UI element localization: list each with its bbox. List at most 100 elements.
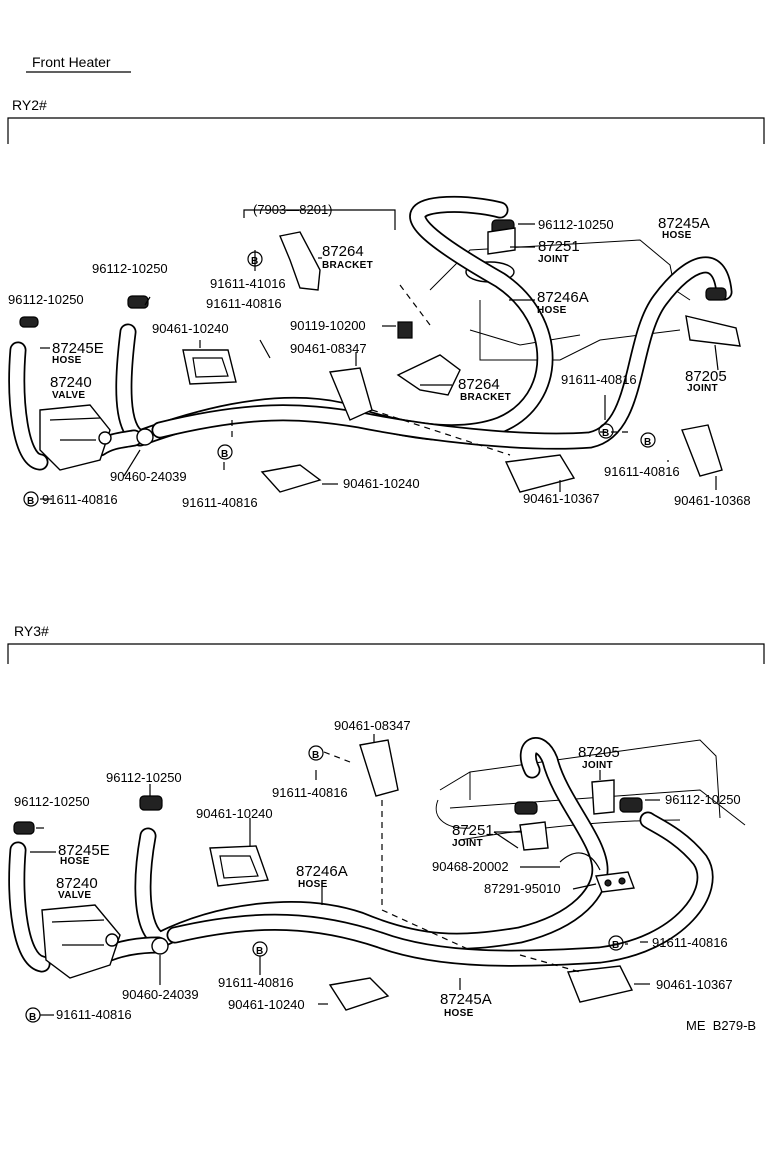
svg-text:B: B bbox=[221, 449, 229, 460]
ry2-labels: (7903—8201) 96112-10250 87251 JOINT 8724… bbox=[8, 202, 751, 510]
hose-clip-icon bbox=[504, 454, 576, 493]
part-label: 91611-40816 bbox=[182, 495, 258, 510]
part-label: 87291-95010 bbox=[484, 881, 561, 896]
ry3-bolt-markers: B B B B bbox=[25, 745, 624, 1023]
grommet-icon bbox=[151, 937, 169, 955]
part-label: 96112-10250 bbox=[92, 261, 168, 276]
heater-valve-icon bbox=[41, 904, 121, 979]
part-label: 91611-40816 bbox=[56, 1007, 132, 1022]
part-label: 90461-10367 bbox=[523, 491, 600, 506]
clamp-icon bbox=[127, 295, 149, 309]
svg-text:B: B bbox=[251, 256, 259, 267]
hose-clip-icon bbox=[328, 977, 390, 1011]
joint-icon bbox=[519, 821, 549, 851]
hose-clip-icon bbox=[182, 349, 237, 385]
ry3-parts bbox=[13, 739, 643, 1011]
part-desc: BRACKET bbox=[460, 392, 511, 403]
part-desc: BRACKET bbox=[322, 260, 373, 271]
part-label: 90119-10200 bbox=[290, 318, 366, 333]
part-label: 87264 bbox=[322, 243, 364, 260]
date-range-label: (7903—8201) bbox=[253, 202, 333, 217]
part-label: 90461-08347 bbox=[290, 341, 367, 356]
part-label: 87205 bbox=[578, 744, 620, 761]
hose-clip-icon bbox=[209, 845, 269, 887]
part-label: 87245A bbox=[658, 215, 710, 232]
part-label: 90461-10368 bbox=[674, 493, 751, 508]
part-label: 87251 bbox=[538, 238, 580, 255]
part-label: 96112-10250 bbox=[8, 292, 84, 307]
joint-icon bbox=[487, 227, 516, 255]
clamp-icon bbox=[514, 801, 538, 815]
svg-text:B: B bbox=[256, 946, 264, 957]
part-desc: HOSE bbox=[60, 856, 90, 867]
ry2-hoses bbox=[8, 195, 733, 471]
part-label: 87251 bbox=[452, 822, 494, 839]
ry3-drawing: B B B B 90461-08347 87205 JOINT 96112-10… bbox=[8, 718, 746, 1023]
clamp-icon bbox=[13, 821, 35, 835]
part-desc: HOSE bbox=[298, 879, 328, 890]
section-bracket-ry3 bbox=[7, 643, 765, 664]
page-title: Front Heater bbox=[32, 54, 111, 70]
clamp-icon bbox=[705, 287, 727, 301]
part-label: 90461-10240 bbox=[196, 806, 273, 821]
heater-valve-icon bbox=[39, 404, 111, 471]
joint-icon bbox=[591, 779, 615, 815]
figure-code: ME B279-B bbox=[686, 1018, 756, 1033]
part-label: 87205 bbox=[685, 368, 727, 385]
ry2-bolt-markers: B B B B B bbox=[23, 251, 656, 507]
clamp-icon bbox=[619, 797, 643, 813]
part-label: 87246A bbox=[296, 863, 348, 880]
part-label: 91611-40816 bbox=[42, 492, 118, 507]
part-desc: VALVE bbox=[52, 390, 85, 401]
part-label: 87264 bbox=[458, 376, 500, 393]
part-label: 96112-10250 bbox=[538, 217, 614, 232]
part-label: 87245A bbox=[440, 991, 492, 1008]
part-label: 91611-40816 bbox=[604, 464, 680, 479]
bolt-icon bbox=[397, 321, 413, 339]
part-label: 87245E bbox=[58, 842, 110, 859]
part-label: 87240 bbox=[50, 374, 92, 391]
joint-icon bbox=[685, 315, 741, 347]
part-label: 90460-24039 bbox=[122, 987, 199, 1002]
bracket-icon bbox=[396, 354, 461, 396]
grommet-icon bbox=[595, 871, 635, 893]
part-label: 91611-40816 bbox=[272, 785, 348, 800]
section-bracket-ry2 bbox=[7, 117, 765, 144]
svg-text:B: B bbox=[612, 940, 620, 951]
hose-clip-icon bbox=[567, 965, 634, 1003]
part-label: 91611-40816 bbox=[561, 372, 637, 387]
part-desc: HOSE bbox=[444, 1008, 474, 1019]
part-label: 96112-10250 bbox=[665, 792, 741, 807]
svg-text:B: B bbox=[27, 496, 35, 507]
part-desc: HOSE bbox=[662, 230, 692, 241]
part-label: 96112-10250 bbox=[106, 770, 182, 785]
ry2-drawing: B B B B B (7903—8201) 96112-10250 87251 … bbox=[8, 195, 751, 510]
part-label: 87240 bbox=[56, 875, 98, 892]
ry3-labels: 90461-08347 87205 JOINT 96112-10250 9161… bbox=[14, 718, 741, 1022]
part-desc: JOINT bbox=[538, 254, 569, 265]
part-desc: HOSE bbox=[537, 305, 567, 316]
part-desc: HOSE bbox=[52, 355, 82, 366]
part-label: 87245E bbox=[52, 340, 104, 357]
clamp-icon bbox=[139, 795, 163, 811]
part-label: 90461-10240 bbox=[152, 321, 229, 336]
section-label-ry3: RY3# bbox=[14, 623, 49, 639]
part-label: 91611-41016 bbox=[210, 276, 286, 291]
hose-clip-icon bbox=[260, 464, 322, 493]
svg-text:B: B bbox=[644, 437, 652, 448]
grommet-icon bbox=[136, 428, 154, 446]
ry2-parts bbox=[19, 219, 741, 493]
section-label-ry2: RY2# bbox=[12, 97, 47, 113]
bracket-icon bbox=[279, 231, 321, 291]
part-label: 90468-20002 bbox=[432, 859, 509, 874]
part-desc: JOINT bbox=[452, 838, 483, 849]
part-label: 90460-24039 bbox=[110, 469, 187, 484]
part-desc: VALVE bbox=[58, 890, 91, 901]
part-label: 91611-40816 bbox=[206, 296, 282, 311]
part-label: 90461-08347 bbox=[334, 718, 411, 733]
hose-clip-icon bbox=[681, 424, 723, 477]
ry2-leaders bbox=[40, 209, 719, 500]
part-desc: JOINT bbox=[687, 383, 718, 394]
